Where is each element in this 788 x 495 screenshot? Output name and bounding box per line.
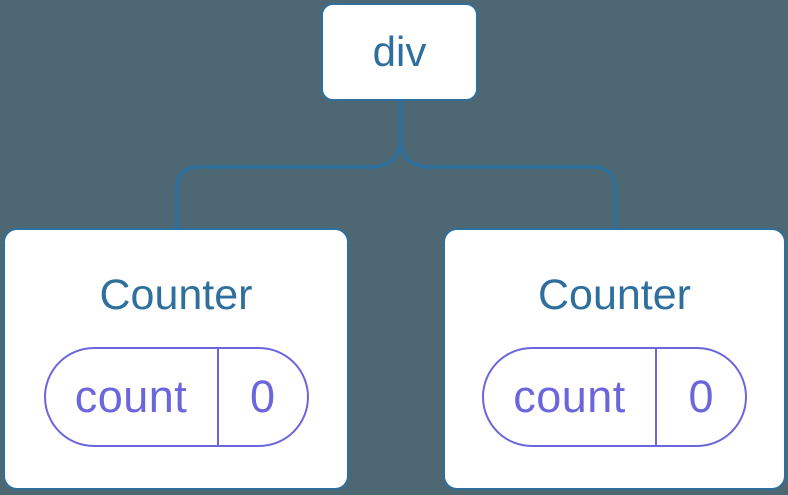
counter-card-right: Counter count 0 [443,228,786,490]
component-title: Counter [99,271,253,319]
connector-right-branch [398,100,617,229]
state-value: 0 [216,349,307,446]
state-value: 0 [655,349,745,446]
root-node-label: div [372,28,427,75]
state-key: count [513,371,626,423]
connector-left-branch [175,100,403,229]
counter-card-left: Counter count 0 [3,228,349,490]
component-title: Counter [538,271,691,319]
root-node-div: div [321,3,478,101]
state-pill: count 0 [482,347,747,448]
state-key: count [74,371,188,423]
state-pill: count 0 [43,347,309,448]
